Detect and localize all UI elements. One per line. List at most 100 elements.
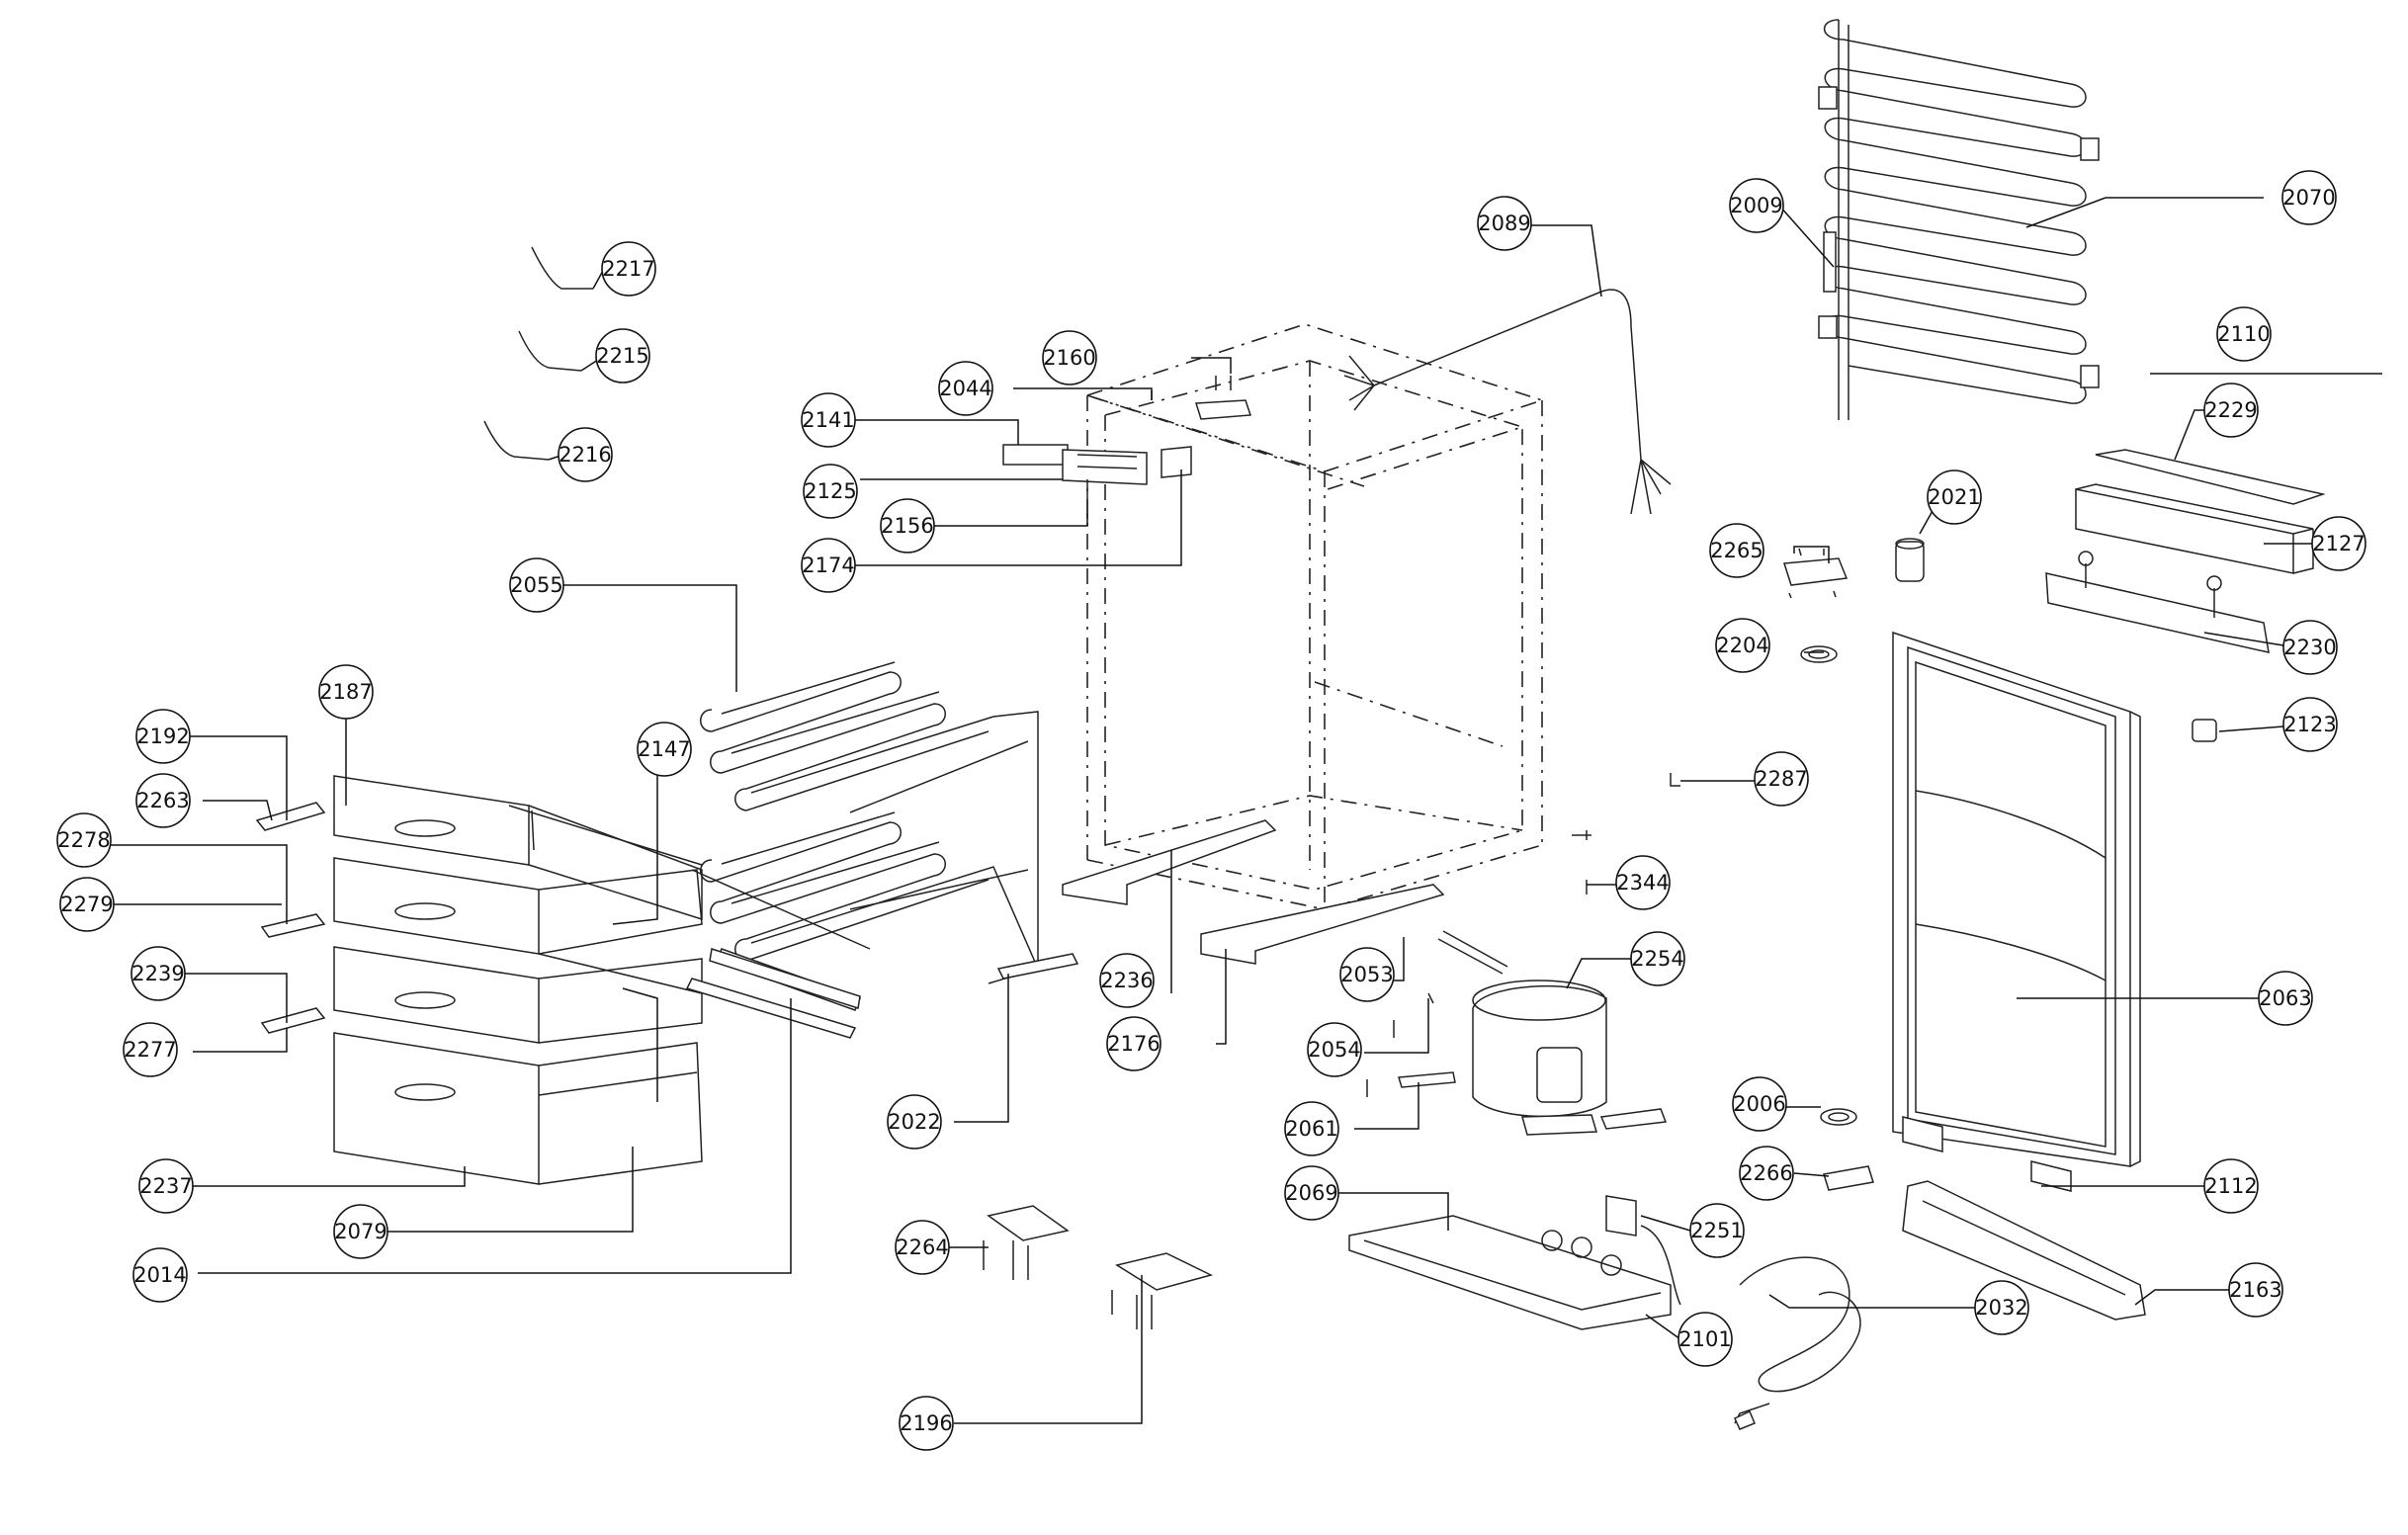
drawer-stack: [333, 775, 703, 1185]
callout-2278: 2278: [56, 812, 112, 868]
leader-lines: [109, 197, 2382, 1424]
callout-2263: 2263: [135, 773, 191, 828]
svg-text:2070: 2070: [2282, 186, 2335, 210]
callout-2287: 2287: [1754, 751, 1809, 807]
callout-2187: 2187: [318, 664, 374, 720]
svg-text:2239: 2239: [131, 962, 184, 985]
wire-clip-parts: [483, 246, 593, 461]
svg-text:2263: 2263: [136, 789, 189, 812]
evaporator-rack: [691, 661, 1040, 1011]
callout-2229: 2229: [2203, 383, 2259, 438]
svg-text:2125: 2125: [804, 479, 856, 503]
svg-text:2279: 2279: [60, 893, 113, 916]
kick-plate: [1902, 1180, 2146, 1321]
svg-text:2236: 2236: [1100, 969, 1153, 992]
callout-2147: 2147: [637, 722, 692, 777]
condenser-coil: [1818, 19, 2100, 420]
drip-tray: [1348, 1195, 1681, 1330]
callout-2125: 2125: [803, 464, 858, 519]
svg-text:2174: 2174: [802, 554, 854, 577]
svg-text:2176: 2176: [1107, 1032, 1160, 1056]
callout-2070: 2070: [2281, 170, 2337, 225]
callout-2123: 2123: [2282, 697, 2338, 752]
callout-2044: 2044: [938, 361, 993, 416]
svg-text:2287: 2287: [1755, 767, 1807, 791]
callout-2237: 2237: [138, 1158, 194, 1214]
top-hinge-parts: [1002, 376, 1252, 519]
svg-text:2022: 2022: [888, 1110, 940, 1134]
callout-2022: 2022: [887, 1094, 942, 1150]
svg-text:2217: 2217: [602, 257, 654, 281]
callout-2055: 2055: [509, 557, 564, 613]
callout-2174: 2174: [801, 538, 856, 593]
callout-2217: 2217: [601, 241, 656, 297]
door-panel: [1892, 631, 2141, 1167]
callout-2264: 2264: [895, 1220, 950, 1275]
svg-text:2156: 2156: [881, 514, 933, 538]
svg-text:2053: 2053: [1340, 963, 1393, 986]
callout-2279: 2279: [59, 877, 115, 932]
wire-harness: [1343, 289, 1672, 515]
callout-2192: 2192: [135, 709, 191, 764]
svg-text:2277: 2277: [124, 1038, 176, 1062]
svg-text:2215: 2215: [596, 344, 648, 368]
callout-2014: 2014: [132, 1247, 188, 1303]
callout-2251: 2251: [1689, 1203, 1745, 1258]
svg-text:2251: 2251: [1690, 1219, 1743, 1242]
callout-2009: 2009: [1729, 178, 1784, 233]
cap-part: [1895, 538, 1925, 582]
svg-text:2055: 2055: [510, 573, 562, 597]
svg-text:2063: 2063: [2259, 986, 2311, 1010]
callout-2032: 2032: [1974, 1280, 2029, 1335]
callout-2054: 2054: [1307, 1022, 1362, 1077]
callout-2265: 2265: [1709, 523, 1764, 578]
svg-text:2192: 2192: [136, 725, 189, 748]
svg-text:2163: 2163: [2229, 1278, 2281, 1302]
svg-text:2110: 2110: [2217, 322, 2270, 346]
svg-text:2204: 2204: [1716, 634, 1768, 657]
shelf-rail: [685, 948, 861, 1039]
feet-plates: [983, 1205, 1214, 1329]
svg-text:2147: 2147: [638, 737, 690, 761]
svg-text:2112: 2112: [2204, 1174, 2257, 1198]
callout-2063: 2063: [2258, 971, 2313, 1026]
svg-text:2344: 2344: [1616, 871, 1669, 895]
callout-2163: 2163: [2228, 1262, 2283, 1318]
callout-2254: 2254: [1630, 931, 1685, 986]
cabinet-body: [1084, 323, 1545, 910]
svg-text:2278: 2278: [57, 828, 110, 852]
callout-2239: 2239: [130, 946, 186, 1001]
door-hinges: [1823, 1116, 2072, 1192]
base-rails: [1062, 819, 1445, 965]
callout-2204: 2204: [1715, 618, 1770, 673]
callout-2266: 2266: [1739, 1146, 1794, 1201]
callout-2110: 2110: [2216, 306, 2272, 362]
svg-text:2254: 2254: [1631, 947, 1683, 971]
callout-2101: 2101: [1677, 1312, 1733, 1367]
callout-2141: 2141: [801, 392, 856, 448]
callout-2061: 2061: [1284, 1101, 1339, 1156]
svg-text:2032: 2032: [1975, 1296, 2027, 1320]
svg-text:2079: 2079: [334, 1220, 387, 1243]
knob-part: [2192, 719, 2217, 742]
svg-text:2014: 2014: [133, 1263, 186, 1287]
svg-text:2127: 2127: [2312, 532, 2365, 555]
svg-text:2044: 2044: [939, 377, 991, 400]
small-screws: [1572, 773, 1680, 895]
svg-text:2265: 2265: [1710, 539, 1763, 562]
svg-text:2069: 2069: [1285, 1181, 1337, 1205]
callout-2176: 2176: [1106, 1016, 1161, 1071]
power-cord: [1734, 1256, 1861, 1430]
svg-text:2264: 2264: [896, 1236, 948, 1259]
callout-2069: 2069: [1284, 1165, 1339, 1221]
svg-text:2061: 2061: [1285, 1117, 1337, 1141]
drawer-slides: [255, 802, 326, 1034]
svg-text:2101: 2101: [1678, 1327, 1731, 1351]
svg-text:2160: 2160: [1043, 346, 1095, 370]
svg-text:2009: 2009: [1730, 194, 1782, 217]
callout-2127: 2127: [2311, 516, 2366, 571]
svg-text:2141: 2141: [802, 408, 854, 432]
svg-text:2054: 2054: [1308, 1038, 1360, 1062]
compressor-assembly: [1366, 980, 1668, 1136]
